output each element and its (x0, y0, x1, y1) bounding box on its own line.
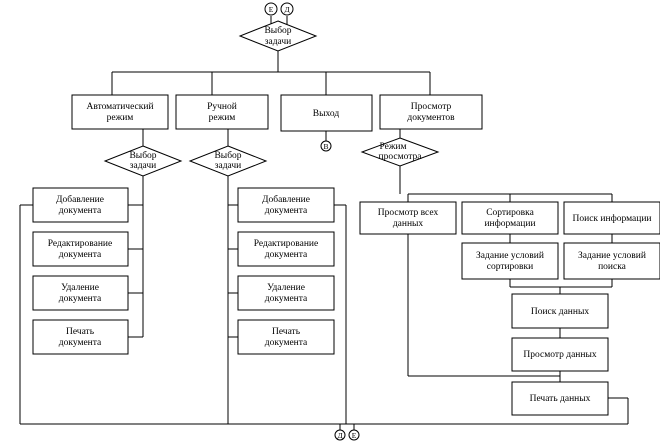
svg-text:Задание условий: Задание условий (476, 250, 544, 261)
svg-text:Печать: Печать (66, 327, 95, 337)
box-auto-print-document: Печать документа (32, 319, 129, 355)
diamond-view-mode: Режим просмотра (360, 137, 440, 167)
box-manual-print-document: Печать документа (237, 319, 335, 355)
svg-text:документа: документа (265, 294, 308, 304)
svg-text:сортировки: сортировки (487, 262, 534, 272)
box-view-data: Просмотр данных (511, 337, 609, 372)
box-search-conditions: Задание условий поиска (563, 242, 660, 280)
svg-text:Д: Д (284, 5, 289, 14)
svg-text:Просмотр данных: Просмотр данных (523, 350, 596, 360)
box-view-all-data: Просмотр всех данных (359, 201, 457, 235)
box-exit: Выход (280, 94, 373, 132)
connector-v: В (320, 140, 332, 152)
svg-text:Ручной: Ручной (207, 101, 237, 112)
box-sort-information: Сортировка информации (461, 201, 559, 235)
diamond-task-choice: Выбор задачи (238, 20, 318, 52)
svg-text:режим: режим (107, 113, 134, 123)
svg-text:Добавление: Добавление (262, 194, 310, 205)
svg-text:Задание условий: Задание условий (578, 250, 646, 261)
svg-text:просмотра: просмотра (379, 152, 423, 162)
svg-text:поиска: поиска (598, 262, 627, 272)
svg-text:данных: данных (393, 219, 424, 229)
diamond-manual-task-choice: Выбор задачи (188, 145, 268, 177)
svg-text:Просмотр: Просмотр (411, 102, 452, 112)
svg-text:Сортировка: Сортировка (486, 208, 534, 218)
svg-text:Добавление: Добавление (56, 194, 104, 205)
svg-text:задачи: задачи (130, 161, 157, 171)
svg-text:Выбор: Выбор (214, 150, 241, 161)
svg-text:Удаление: Удаление (267, 283, 305, 293)
svg-text:Печать данных: Печать данных (530, 394, 591, 404)
box-find-data: Поиск данных (511, 293, 609, 329)
box-print-data: Печать данных (511, 381, 609, 416)
svg-text:задачи: задачи (215, 161, 242, 171)
svg-text:Редактирование: Редактирование (48, 239, 113, 249)
box-sort-conditions: Задание условий сортировки (461, 242, 559, 280)
svg-text:документа: документа (59, 250, 102, 260)
svg-text:Д: Д (337, 431, 342, 440)
svg-text:документа: документа (59, 294, 102, 304)
box-auto-add-document: Добавление документа (32, 187, 129, 223)
svg-text:режим: режим (209, 113, 236, 123)
svg-text:Просмотр всех: Просмотр всех (378, 208, 439, 218)
svg-text:Удаление: Удаление (61, 283, 99, 293)
svg-text:задачи: задачи (265, 37, 292, 47)
svg-text:документа: документа (59, 206, 102, 216)
box-auto-delete-document: Удаление документа (32, 275, 129, 311)
box-manual-mode: Ручной режим (175, 94, 269, 130)
svg-text:документа: документа (59, 338, 102, 348)
connector-d-bottom: Д (334, 429, 346, 441)
connector-e-top: Е (264, 2, 278, 16)
svg-text:Автоматический: Автоматический (86, 101, 153, 112)
svg-text:Выход: Выход (313, 109, 340, 119)
svg-text:документа: документа (265, 250, 308, 260)
box-manual-add-document: Добавление документа (237, 187, 335, 223)
connector-d-top: Д (280, 2, 294, 16)
box-auto-edit-document: Редактирование документа (32, 231, 129, 267)
diamond-auto-task-choice: Выбор задачи (103, 145, 183, 177)
connector-e-bottom: Е (348, 429, 360, 441)
connector-lines (19, 16, 629, 430)
svg-text:документа: документа (265, 206, 308, 216)
box-search-information: Поиск информации (563, 201, 660, 235)
svg-text:Е: Е (269, 5, 274, 14)
svg-text:информации: информации (484, 218, 535, 229)
svg-text:документа: документа (265, 338, 308, 348)
box-view-documents: Просмотр документов (379, 94, 483, 130)
box-manual-edit-document: Редактирование документа (237, 231, 335, 267)
box-auto-mode: Автоматический режим (71, 94, 169, 130)
svg-text:Поиск данных: Поиск данных (531, 307, 590, 317)
svg-text:В: В (323, 142, 328, 151)
svg-text:Поиск информации: Поиск информации (573, 213, 652, 224)
svg-text:Печать: Печать (272, 327, 301, 337)
svg-text:Редактирование: Редактирование (254, 239, 319, 249)
svg-text:Режим: Режим (379, 142, 406, 152)
box-manual-delete-document: Удаление документа (237, 275, 335, 311)
svg-text:Выбор: Выбор (129, 150, 156, 161)
svg-text:Е: Е (352, 431, 357, 440)
svg-text:документов: документов (407, 113, 455, 123)
svg-text:Выбор: Выбор (264, 25, 291, 36)
